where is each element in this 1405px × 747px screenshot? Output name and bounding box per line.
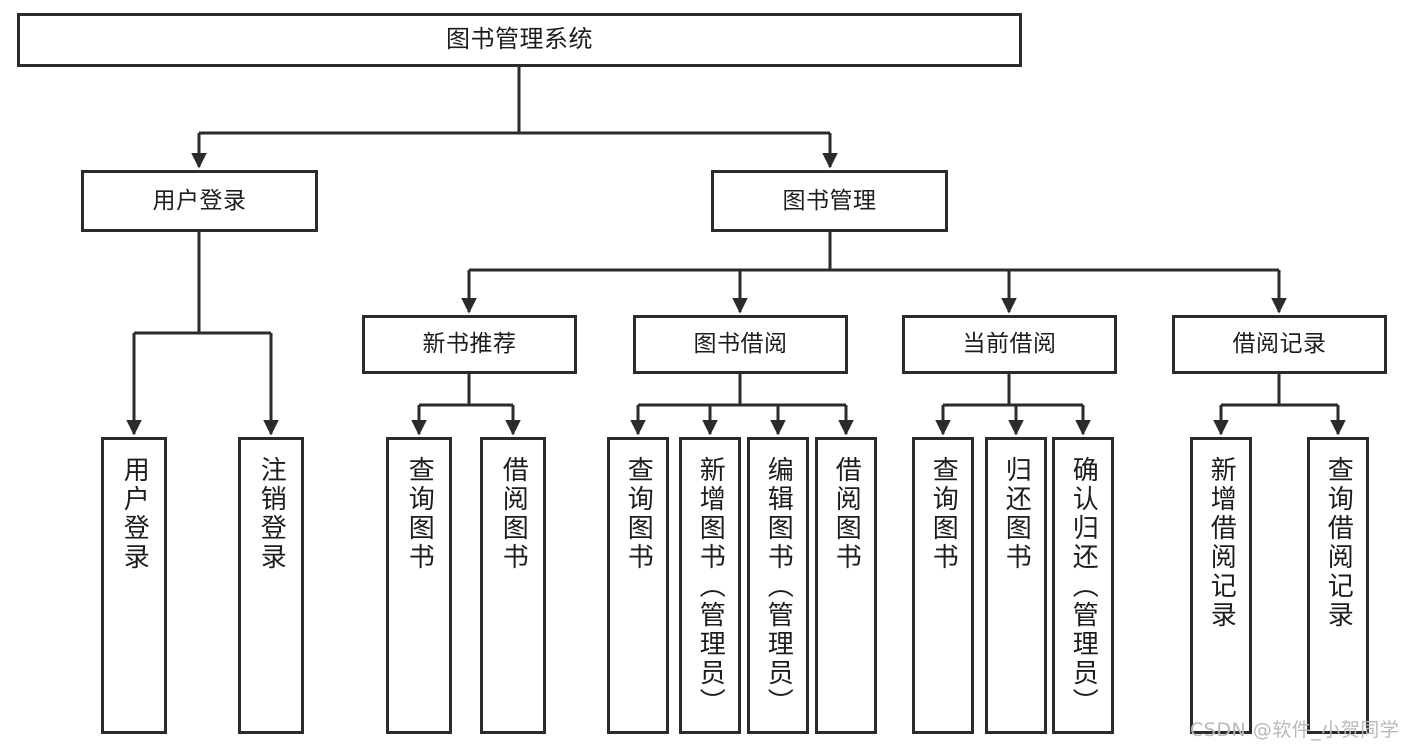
node-leaf-user-login-label: 用户登录: [119, 456, 150, 572]
node-new-book-recommend-label: 新书推荐: [422, 331, 517, 358]
node-leaf-query-borrow-record-label: 查询借阅记录: [1323, 456, 1354, 630]
node-leaf-borrow-book-1-label: 借阅图书: [498, 456, 529, 572]
node-borrow-record[interactable]: 借阅记录: [1172, 315, 1387, 374]
node-leaf-borrow-book-2-label: 借阅图书: [831, 456, 862, 572]
node-root[interactable]: 图书管理系统: [17, 13, 1022, 67]
node-user-login[interactable]: 用户登录: [81, 170, 318, 232]
node-leaf-return-book[interactable]: 归还图书: [985, 437, 1047, 734]
node-book-borrow-label: 图书借阅: [693, 331, 788, 358]
node-leaf-borrow-book-2[interactable]: 借阅图书: [815, 437, 877, 734]
node-leaf-confirm-return-admin[interactable]: 确认归还（管理员）: [1052, 437, 1114, 734]
node-book-manage-label: 图书管理: [782, 187, 877, 214]
node-root-label: 图书管理系统: [446, 25, 593, 54]
node-leaf-add-book-admin[interactable]: 新增图书（管理员）: [679, 437, 741, 734]
node-user-login-label: 用户登录: [152, 187, 247, 214]
node-leaf-return-book-label: 归还图书: [1001, 456, 1032, 572]
node-leaf-add-borrow-record[interactable]: 新增借阅记录: [1190, 437, 1252, 734]
node-leaf-user-logout[interactable]: 注销登录: [238, 437, 304, 734]
node-leaf-query-book-2[interactable]: 查询图书: [607, 437, 669, 734]
node-leaf-query-borrow-record[interactable]: 查询借阅记录: [1307, 437, 1369, 734]
node-leaf-user-login[interactable]: 用户登录: [101, 437, 167, 734]
node-leaf-edit-book-admin-label: 编辑图书（管理员）: [763, 456, 794, 717]
node-leaf-confirm-return-admin-label: 确认归还（管理员）: [1068, 456, 1099, 717]
node-leaf-query-book-2-label: 查询图书: [623, 456, 654, 572]
node-book-manage[interactable]: 图书管理: [711, 170, 948, 232]
node-current-borrow-label: 当前借阅: [962, 331, 1057, 358]
watermark: CSDN @软件_小贺同学: [1190, 719, 1400, 741]
node-leaf-query-book-3[interactable]: 查询图书: [912, 437, 974, 734]
node-leaf-query-book-1-label: 查询图书: [404, 456, 435, 572]
node-new-book-recommend[interactable]: 新书推荐: [362, 315, 577, 374]
node-borrow-record-label: 借阅记录: [1232, 331, 1327, 358]
node-book-borrow[interactable]: 图书借阅: [633, 315, 848, 374]
node-leaf-user-logout-label: 注销登录: [256, 456, 287, 572]
node-leaf-query-book-3-label: 查询图书: [928, 456, 959, 572]
node-leaf-borrow-book-1[interactable]: 借阅图书: [480, 437, 546, 734]
node-leaf-add-book-admin-label: 新增图书（管理员）: [695, 456, 726, 717]
node-current-borrow[interactable]: 当前借阅: [902, 315, 1117, 374]
node-leaf-edit-book-admin[interactable]: 编辑图书（管理员）: [747, 437, 809, 734]
node-leaf-query-book-1[interactable]: 查询图书: [386, 437, 452, 734]
node-leaf-add-borrow-record-label: 新增借阅记录: [1206, 456, 1237, 630]
